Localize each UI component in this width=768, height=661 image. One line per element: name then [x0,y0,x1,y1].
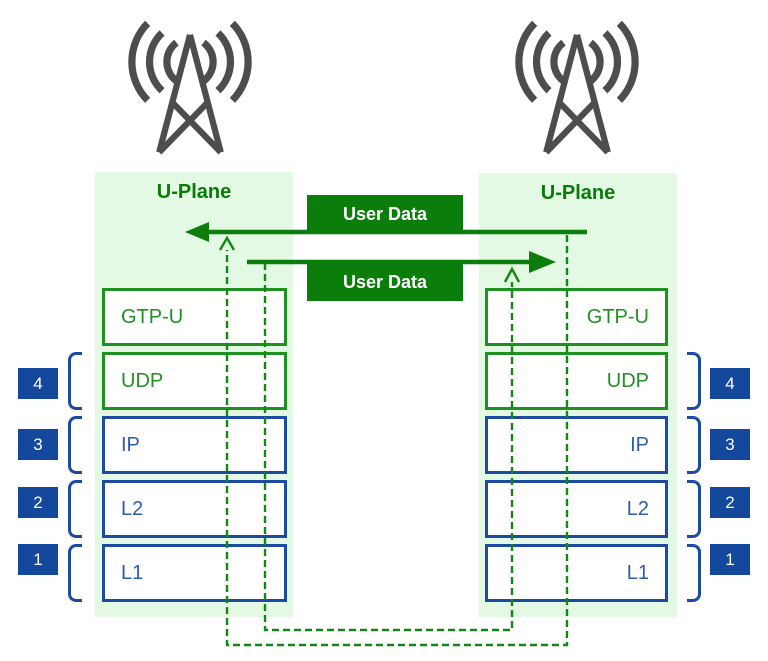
layer-label: IP [121,433,140,456]
layer-label: L2 [121,497,144,520]
antenna-icon [515,20,639,155]
layer-label: UDP [121,369,164,392]
layer-box-l1: L1 [102,544,287,602]
layer-number-badge-1: 1 [18,544,58,575]
layer-number-badge-2: 2 [710,487,750,518]
layer-label: UDP [606,369,649,392]
layer-number-badge-4: 4 [710,368,750,399]
bracket [687,480,701,538]
layer-box-l2: L2 [485,480,668,538]
layer-label: L1 [626,561,649,584]
layer-box-ip: IP [102,416,287,474]
bracket [68,480,82,538]
antenna-icon [128,20,252,155]
uplane-title: U-Plane [540,182,616,204]
bracket [687,352,701,410]
layer-number-badge-2: 2 [18,487,58,518]
layer-label: GTP-U [121,305,184,328]
layer-box-gtpu: GTP-U [102,288,287,346]
layer-box-l1: L1 [485,544,668,602]
bracket [687,544,701,602]
layer-label: L1 [121,561,144,584]
layer-box-gtpu: GTP-U [485,288,668,346]
layer-label: GTP-U [586,305,649,328]
bracket [68,416,82,474]
layer-number-badge-4: 4 [18,368,58,399]
layer-box-l2: L2 [102,480,287,538]
bracket [687,416,701,474]
layer-box-udp: UDP [102,352,287,410]
layer-number-badge-3: 3 [18,429,58,460]
layer-label: L2 [626,497,649,520]
layer-label: IP [630,433,649,456]
bracket [68,544,82,602]
user-data-label: User Data [307,195,463,233]
layer-number-badge-3: 3 [710,429,750,460]
layer-number-badge-1: 1 [710,544,750,575]
user-data-label: User Data [307,263,463,301]
layer-box-udp: UDP [485,352,668,410]
uplane-title: U-Plane [156,181,232,203]
layer-box-ip: IP [485,416,668,474]
bracket [68,352,82,410]
